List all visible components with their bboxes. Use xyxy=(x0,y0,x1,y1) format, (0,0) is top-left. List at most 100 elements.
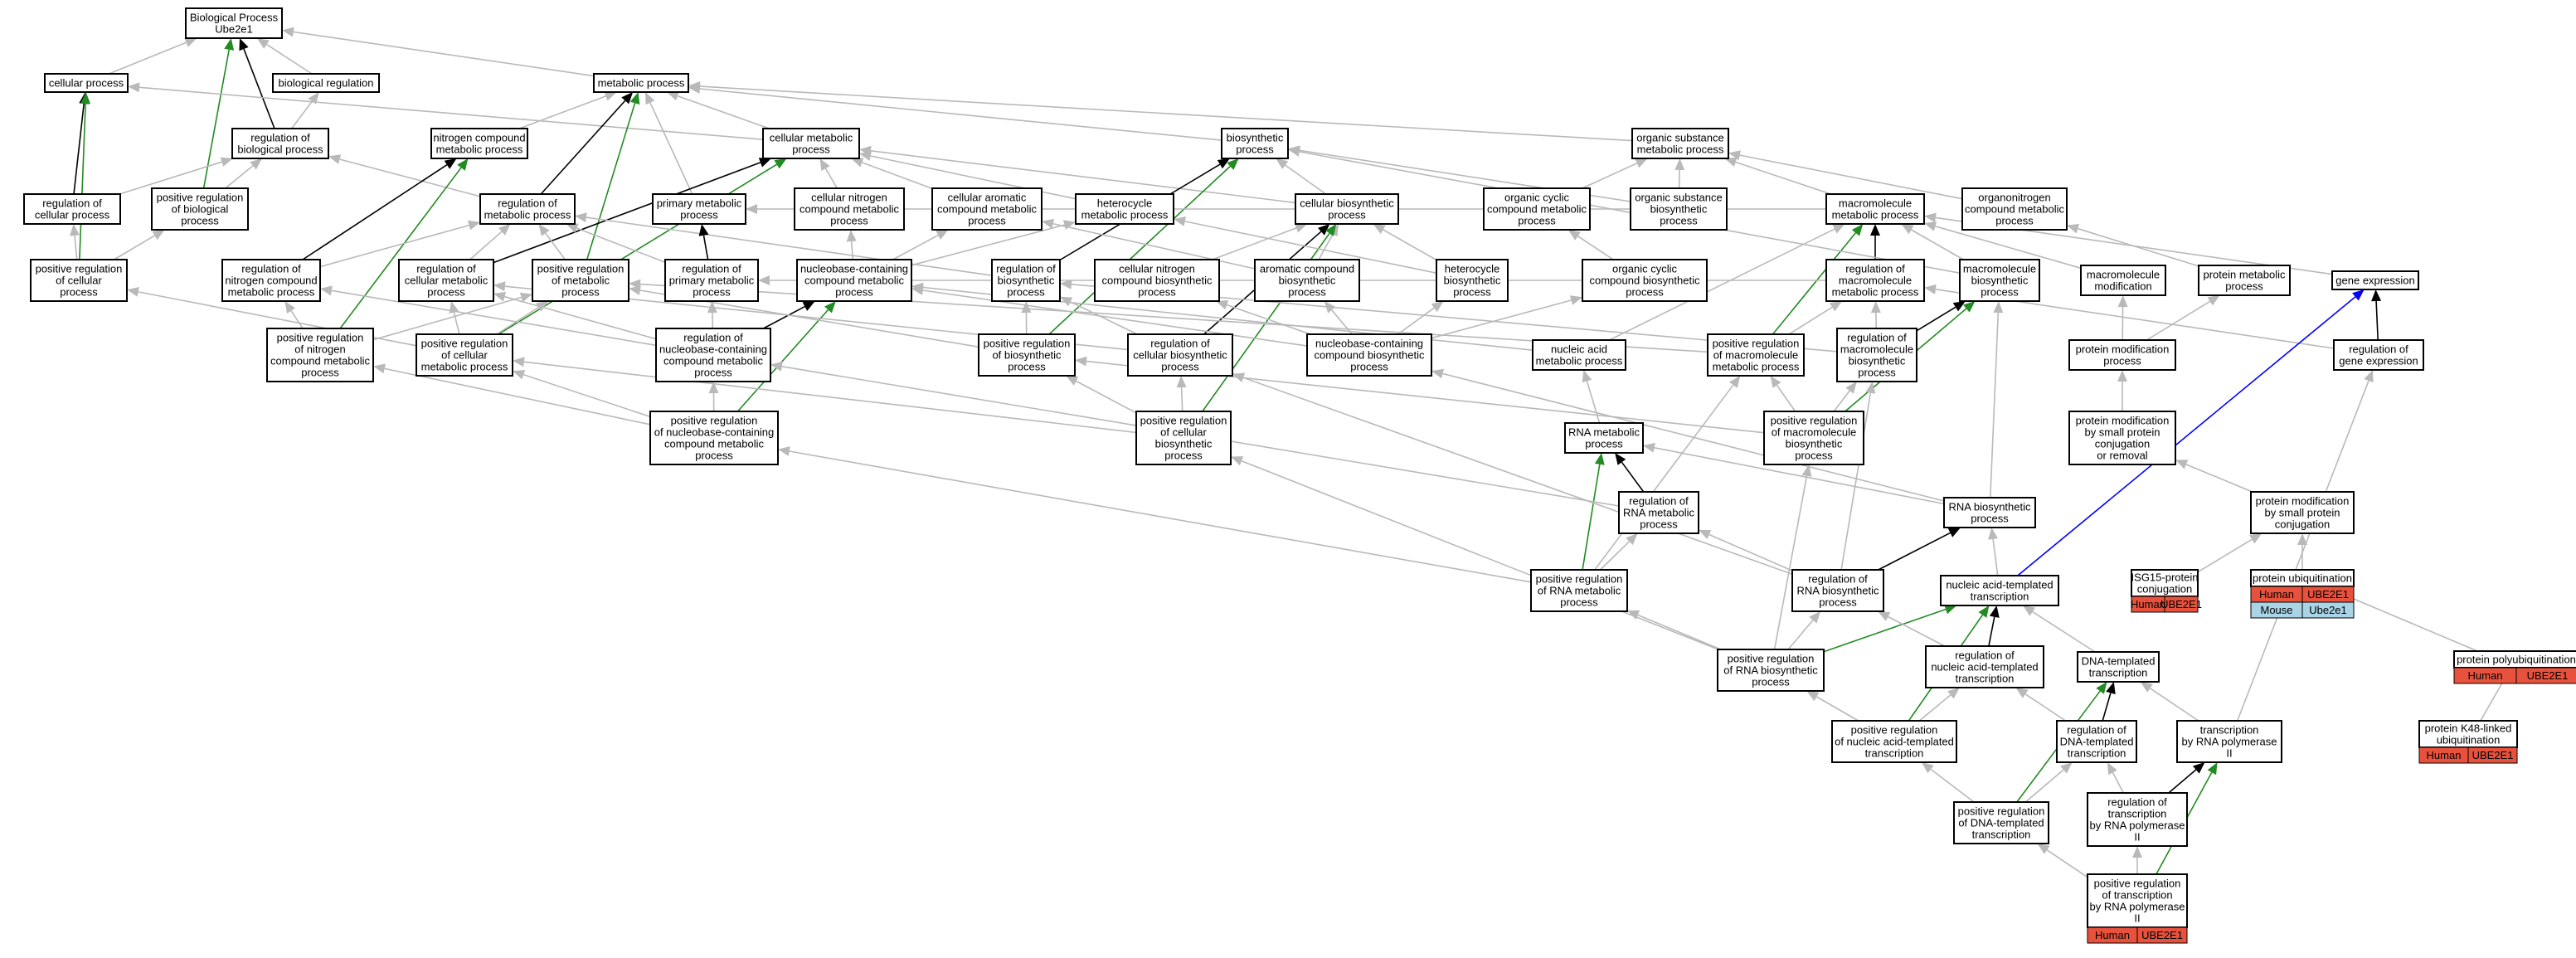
edge-line xyxy=(1990,312,2000,498)
node-label-line: ubiquitination xyxy=(2437,734,2501,746)
edge-line xyxy=(1212,227,1297,260)
edge-line xyxy=(1739,154,1963,200)
edge-is-a xyxy=(2236,370,2374,722)
edge-arrowhead xyxy=(2140,682,2153,693)
go-term-node[interactable]: metabolic process xyxy=(593,73,689,93)
go-term-node[interactable]: regulation ofmacromoleculebiosyntheticpr… xyxy=(1836,328,1917,382)
edge-positively-regulates xyxy=(1823,604,1957,653)
edge-arrowhead xyxy=(621,92,634,105)
edge-line xyxy=(339,158,481,197)
edge-arrowhead xyxy=(2106,682,2116,695)
node-label-line: positive regulation xyxy=(1851,724,1938,737)
go-term-node[interactable]: cellular process xyxy=(44,73,129,93)
edge-arrowhead xyxy=(859,145,872,156)
go-term-node[interactable]: biological regulation xyxy=(272,73,380,93)
edge-arrowhead xyxy=(1325,224,1337,236)
edge-arrowhead xyxy=(1066,376,1079,386)
node-box xyxy=(1483,187,1591,231)
gene-label: UBE2E1 xyxy=(2472,749,2514,761)
edge-part-of xyxy=(239,38,275,129)
edge-arrowhead xyxy=(1870,301,1881,314)
edge-line xyxy=(225,165,254,189)
edge-line xyxy=(1582,163,1638,189)
edge-line xyxy=(319,224,469,268)
go-term-node[interactable]: gene expression xyxy=(2331,270,2419,290)
node-label-line: of macromolecule xyxy=(1772,426,1857,439)
edge-arrowhead xyxy=(152,230,165,241)
edge-arrowhead xyxy=(604,91,617,101)
node-label-line: protein modification xyxy=(2256,495,2350,508)
node-label-line: transcription xyxy=(1865,747,1924,760)
edge-line xyxy=(293,31,595,77)
go-term-node[interactable]: regulation ofnucleobase-containingcompou… xyxy=(655,328,771,382)
edge-line xyxy=(302,164,448,260)
